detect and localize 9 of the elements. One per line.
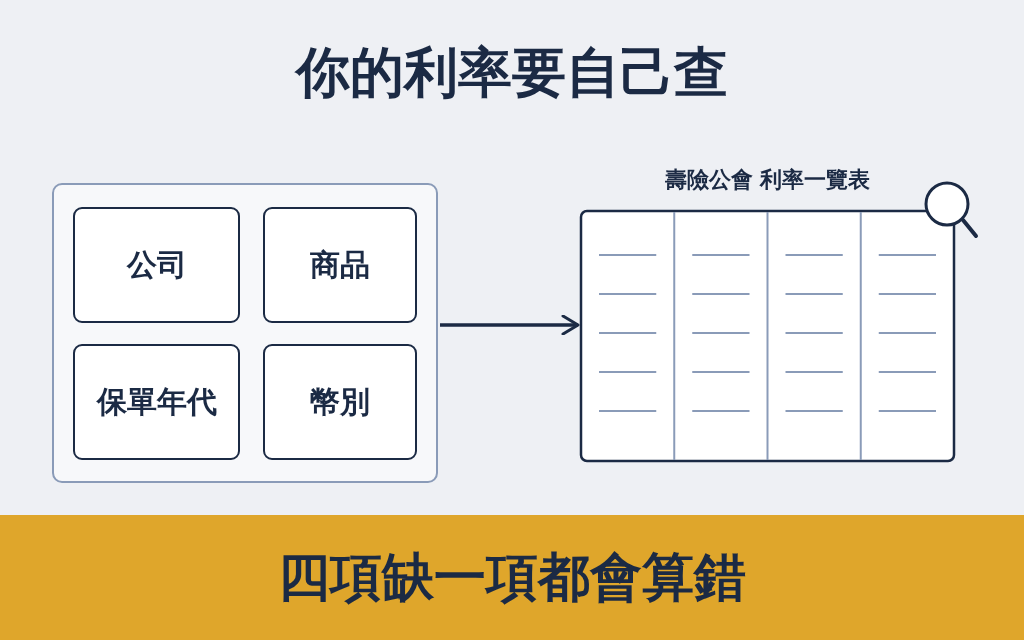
category-box: 商品: [263, 207, 417, 323]
group-box: [52, 183, 438, 483]
table-heading: 壽險公會 利率一覽表: [663, 166, 872, 194]
title: 你的利率要自己查: [293, 40, 729, 106]
bottom-banner: 四項缺一項都會算錯: [0, 515, 1024, 640]
category-box: 公司: [73, 207, 240, 323]
arrow: [440, 314, 580, 336]
category-box: 幣別: [263, 344, 417, 460]
category-box: 保單年代: [73, 344, 240, 460]
